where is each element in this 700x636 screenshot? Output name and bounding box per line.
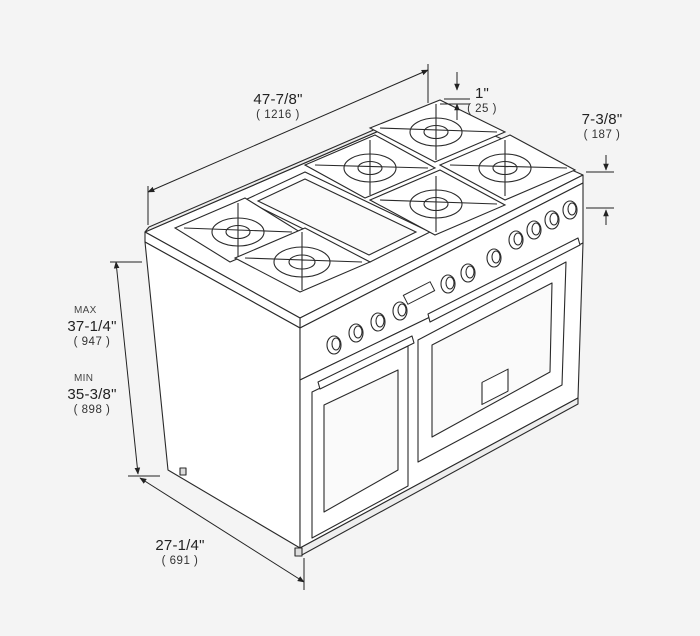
height-min-imperial: 35-3/8" — [67, 386, 117, 403]
knob-depth-imperial: 7-3/8" — [581, 111, 623, 128]
logo-badge — [481, 368, 509, 406]
knob-icon — [326, 335, 342, 355]
right-oven-window — [431, 282, 553, 438]
left-door-handle — [317, 335, 415, 390]
height-min-tag: MIN — [74, 373, 94, 384]
depth-metric: 691 — [140, 555, 220, 568]
left-oven-window — [323, 369, 399, 513]
depth-imperial: 27-1/4" — [155, 537, 205, 554]
height-dimension-line — [113, 261, 141, 475]
knob-icon — [544, 210, 560, 230]
height-max-metric: 947 — [52, 336, 132, 349]
right-door-handle — [427, 237, 581, 323]
knob-icon — [460, 263, 476, 283]
backguard-metric: 25 — [462, 103, 502, 116]
knob-icon — [348, 323, 364, 343]
foot — [294, 547, 303, 557]
backguard-label: 1" 25 — [462, 86, 502, 116]
knob-icon — [562, 200, 578, 220]
burner-icon — [233, 227, 372, 293]
width-imperial: 47-7/8" — [253, 91, 303, 108]
depth-dimension-line — [139, 477, 305, 583]
width-metric: 1216 — [238, 109, 318, 122]
burner-icon — [438, 134, 577, 201]
depth-label: 27-1/4" 691 — [140, 538, 220, 568]
knob-depth-label: 7-3/8" 187 — [562, 112, 642, 142]
knob-icon — [508, 230, 524, 250]
height-max-tag: MAX — [74, 305, 97, 316]
height-min-metric: 898 — [52, 404, 132, 417]
height-min-label: MIN 35-3/8" 898 — [52, 374, 132, 417]
center-badge — [402, 281, 436, 305]
width-dimension-line — [147, 69, 429, 193]
foot — [179, 467, 187, 476]
backguard-imperial: 1" — [474, 85, 490, 102]
height-max-label: MAX 37-1/4" 947 — [52, 306, 132, 349]
knob-icon — [486, 248, 502, 268]
knob-icon — [370, 312, 386, 332]
knob-icon — [392, 301, 408, 321]
knob-icon — [526, 220, 542, 240]
knob-icon — [440, 274, 456, 294]
knob-depth-metric: 187 — [562, 129, 642, 142]
knobs — [326, 200, 578, 355]
height-max-imperial: 37-1/4" — [67, 318, 117, 335]
dimension-lines — [110, 64, 614, 590]
width-label: 47-7/8" 1216 — [238, 92, 318, 122]
